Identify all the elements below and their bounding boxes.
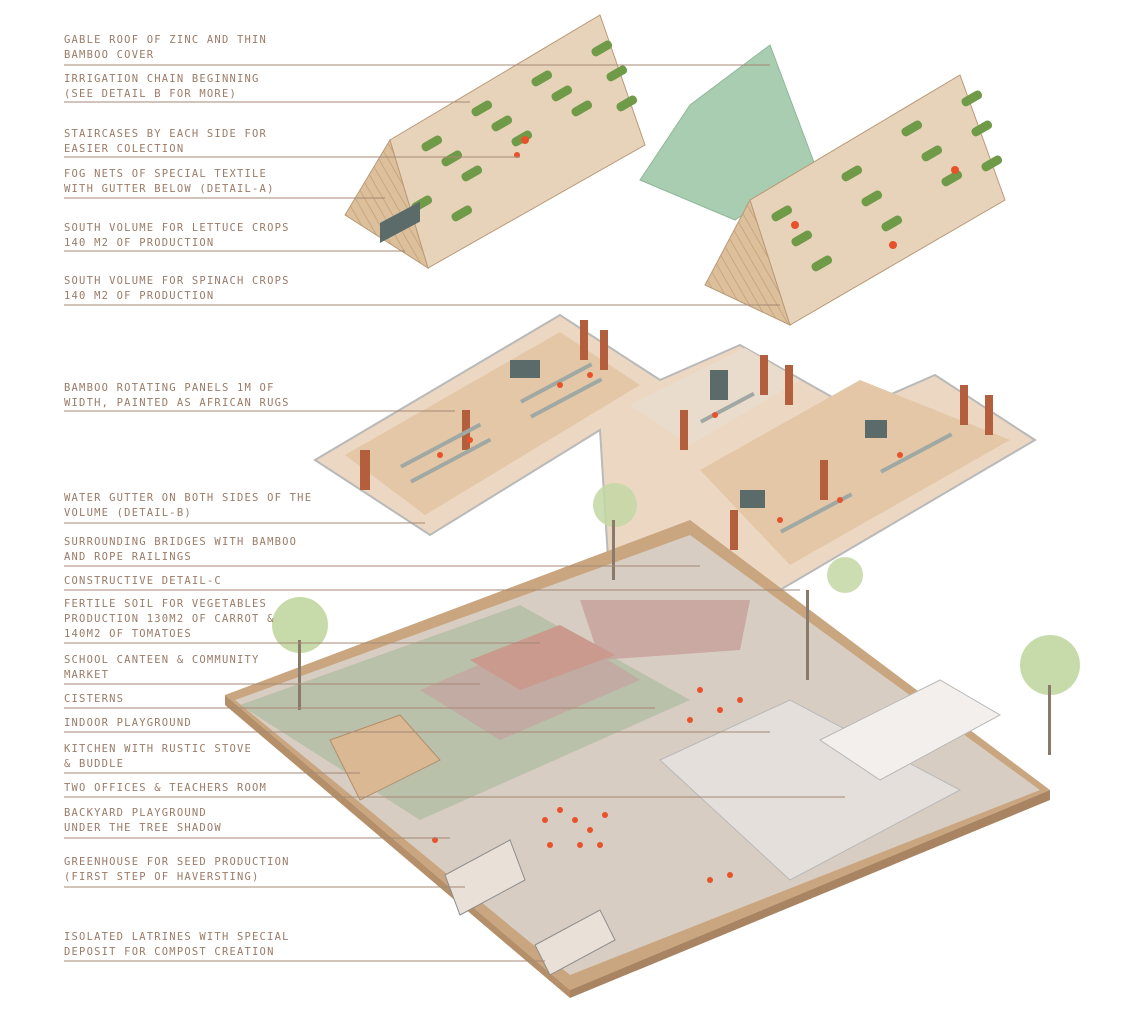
trees: [272, 483, 1080, 755]
label-offices: TWO OFFICES & TEACHERS ROOM: [64, 782, 268, 794]
label-cisterns: CISTERNS: [64, 693, 125, 705]
label-indoor-playground: INDOOR PLAYGROUND: [64, 717, 192, 729]
roof-volume-right: [639, 44, 1006, 326]
label-kitchen: KITCHEN WITH RUSTIC STOVE& BUDDLE: [64, 743, 253, 770]
label-greenhouse: GREENHOUSE FOR SEED PRODUCTION(FIRST STE…: [64, 856, 290, 883]
leader-lines: [64, 64, 845, 962]
classroom-floor-level: [313, 201, 1037, 592]
ground-level-site: [225, 520, 1050, 998]
label-constructive-detail: CONSTRUCTIVE DETAIL-C: [64, 575, 222, 587]
roof-volume-left: [344, 14, 646, 270]
label-irrigation-chain: IRRIGATION CHAIN BEGINNING(SEE DETAIL B …: [64, 73, 260, 100]
